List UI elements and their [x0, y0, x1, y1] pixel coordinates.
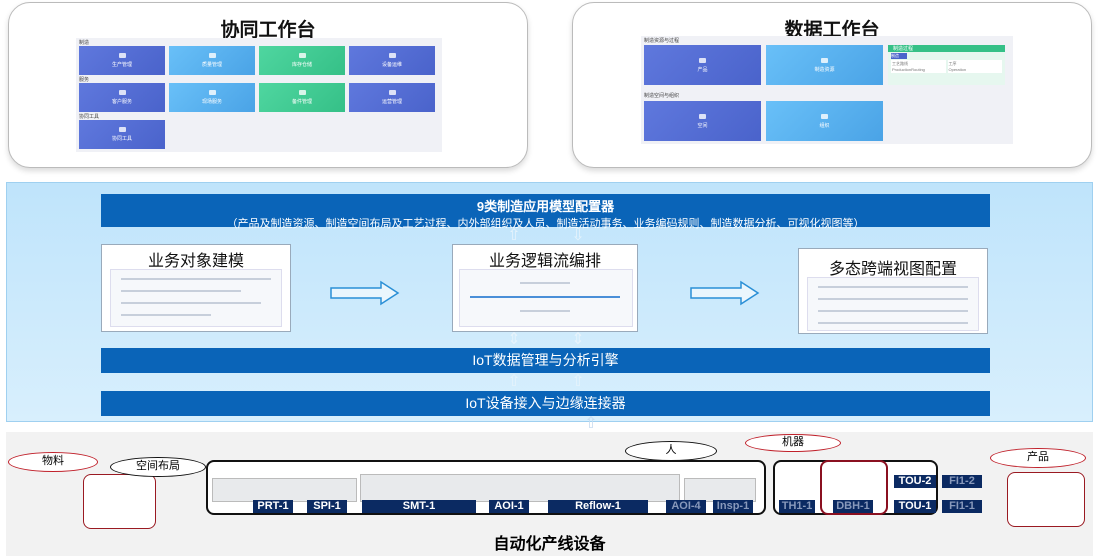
tile[interactable]: 设备运维 — [349, 46, 435, 75]
station-label: SMT-1 — [362, 500, 476, 513]
arrow-updown-icon: ⇕ — [571, 331, 585, 348]
equipment-image — [212, 478, 357, 502]
tile[interactable]: 运营管理 — [349, 83, 435, 112]
tile-product[interactable]: 产品 — [644, 45, 761, 85]
section-label: 制造 — [79, 40, 90, 46]
equipment-image — [684, 478, 756, 502]
iot-engine-bar: IoT数据管理与分析引擎 — [101, 348, 990, 373]
production-line-title: 自动化产线设备 — [493, 536, 606, 553]
section-label: 制造空间与组织 — [644, 93, 680, 99]
cell-label: FI1-1 — [942, 500, 982, 513]
station-label: Insp-1 — [713, 500, 753, 513]
data-title: 数据工作台 — [784, 20, 880, 41]
tile[interactable]: 质量管理 — [169, 46, 255, 75]
product-image — [1007, 472, 1085, 527]
right-arrow-icon — [690, 280, 760, 306]
arrow-down-icon: ⇩ — [571, 227, 585, 244]
tile-space[interactable]: 空间 — [644, 101, 761, 141]
cell-label: TH1-1 — [779, 500, 815, 513]
logic-flow-box: 业务逻辑流编排 — [452, 244, 638, 332]
cell-label: TOU-2 — [894, 475, 936, 488]
right-arrow-icon — [330, 280, 400, 306]
arrow-up-icon: ⇧ — [507, 373, 521, 390]
collab-screenshot: 制造 生产管理 质量管理 库存仓储 设备运维 服务 客户服务 现场服务 备件管理… — [76, 38, 442, 152]
cell-label: DBH-1 — [833, 500, 873, 513]
cell-label: FI1-2 — [942, 475, 982, 488]
tile[interactable]: 协同工具 — [79, 120, 165, 149]
tile[interactable]: 现场服务 — [169, 83, 255, 112]
tile[interactable]: 备件管理 — [259, 83, 345, 112]
tile[interactable]: 库存仓储 — [259, 46, 345, 75]
station-label: Reflow-1 — [548, 500, 648, 513]
section-label: 制造资源与过程 — [644, 38, 680, 44]
station-label: AOI-4 — [666, 500, 706, 513]
station-label: PRT-1 — [253, 500, 293, 513]
arrow-updown-icon: ⇕ — [507, 331, 521, 348]
business-object-box: 业务对象建模 — [101, 244, 291, 332]
machine-callout: 机器 — [745, 434, 841, 452]
tile-resource[interactable]: 制造资源 — [766, 45, 883, 85]
config-bar: 9类制造应用模型配置器 （产品及制造资源、制造空间布局及工艺过程、内外部组织及人… — [101, 194, 990, 230]
iot-access-bar: IoT设备接入与边缘连接器 — [101, 391, 990, 416]
tile-org[interactable]: 组织 — [766, 101, 883, 141]
arrow-up-icon: ⇧ — [571, 373, 585, 390]
machine-highlight — [820, 460, 888, 515]
section-label: 服务 — [79, 77, 90, 83]
collab-title: 协同工作台 — [220, 20, 316, 41]
arrow-up-icon: ⇧ — [507, 227, 521, 244]
station-label: AOI-1 — [489, 500, 529, 513]
layout-callout: 空间布局 — [110, 457, 206, 477]
station-label: SPI-1 — [307, 500, 347, 513]
arrow-up-icon: ⇧ — [584, 415, 598, 432]
section-label: 协同工具 — [79, 114, 100, 120]
equipment-image — [360, 474, 680, 502]
product-callout: 产品 — [990, 448, 1086, 468]
view-config-box: 多态跨端视图配置 — [798, 248, 988, 334]
material-callout: 物料 — [8, 452, 98, 472]
cell-label: TOU-1 — [894, 500, 936, 513]
person-callout: 人 — [625, 441, 717, 461]
tile[interactable]: 生产管理 — [79, 46, 165, 75]
tile[interactable]: 客户服务 — [79, 83, 165, 112]
material-image — [83, 474, 156, 529]
